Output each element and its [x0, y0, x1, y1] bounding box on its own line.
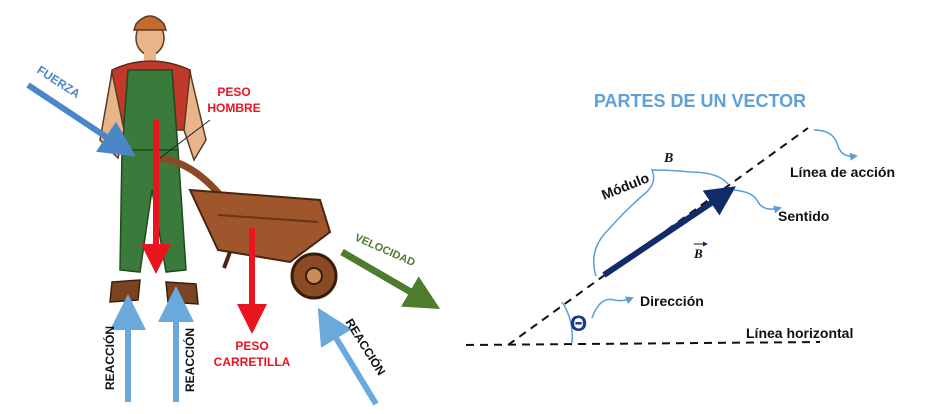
peso-hombre-label-1: PESO	[217, 85, 250, 99]
velocidad-arrow	[340, 248, 441, 310]
vector-b-arrow	[602, 186, 736, 278]
linea-accion-pointer	[813, 129, 858, 161]
sentido-label: Sentido	[778, 208, 829, 224]
peso-carretilla-label-2: CARRETILLA	[214, 355, 291, 369]
sentido-pointer	[733, 189, 782, 214]
fuerza-arrow	[26, 82, 137, 157]
vector-symbol: B	[693, 246, 703, 261]
reaccion-label-1: REACCIÓN	[102, 326, 117, 390]
horizontal-line	[465, 341, 821, 346]
direccion-label: Dirección	[640, 293, 704, 309]
theta-label: Θ	[570, 311, 587, 336]
wheelbarrow-illustration	[152, 154, 338, 300]
linea-accion-label: Línea de acción	[790, 164, 895, 180]
direccion-pointer	[591, 296, 634, 319]
angle-arc	[561, 301, 574, 344]
peso-hombre-pointer	[159, 119, 211, 159]
reaccion-arrow-3	[317, 307, 379, 406]
reaccion-label-3: REACCIÓN	[342, 316, 389, 378]
modulo-brace	[593, 169, 729, 277]
peso-carretilla-label-1: PESO	[235, 339, 268, 353]
vector-title: PARTES DE UN VECTOR	[594, 91, 806, 111]
linea-horizontal-label: Línea horizontal	[746, 325, 853, 341]
modulo-label: Módulo	[599, 169, 651, 202]
reaccion-label-2: REACCIÓN	[182, 328, 197, 392]
modulo-symbol: B	[663, 151, 673, 166]
peso-hombre-label-2: HOMBRE	[207, 101, 260, 115]
